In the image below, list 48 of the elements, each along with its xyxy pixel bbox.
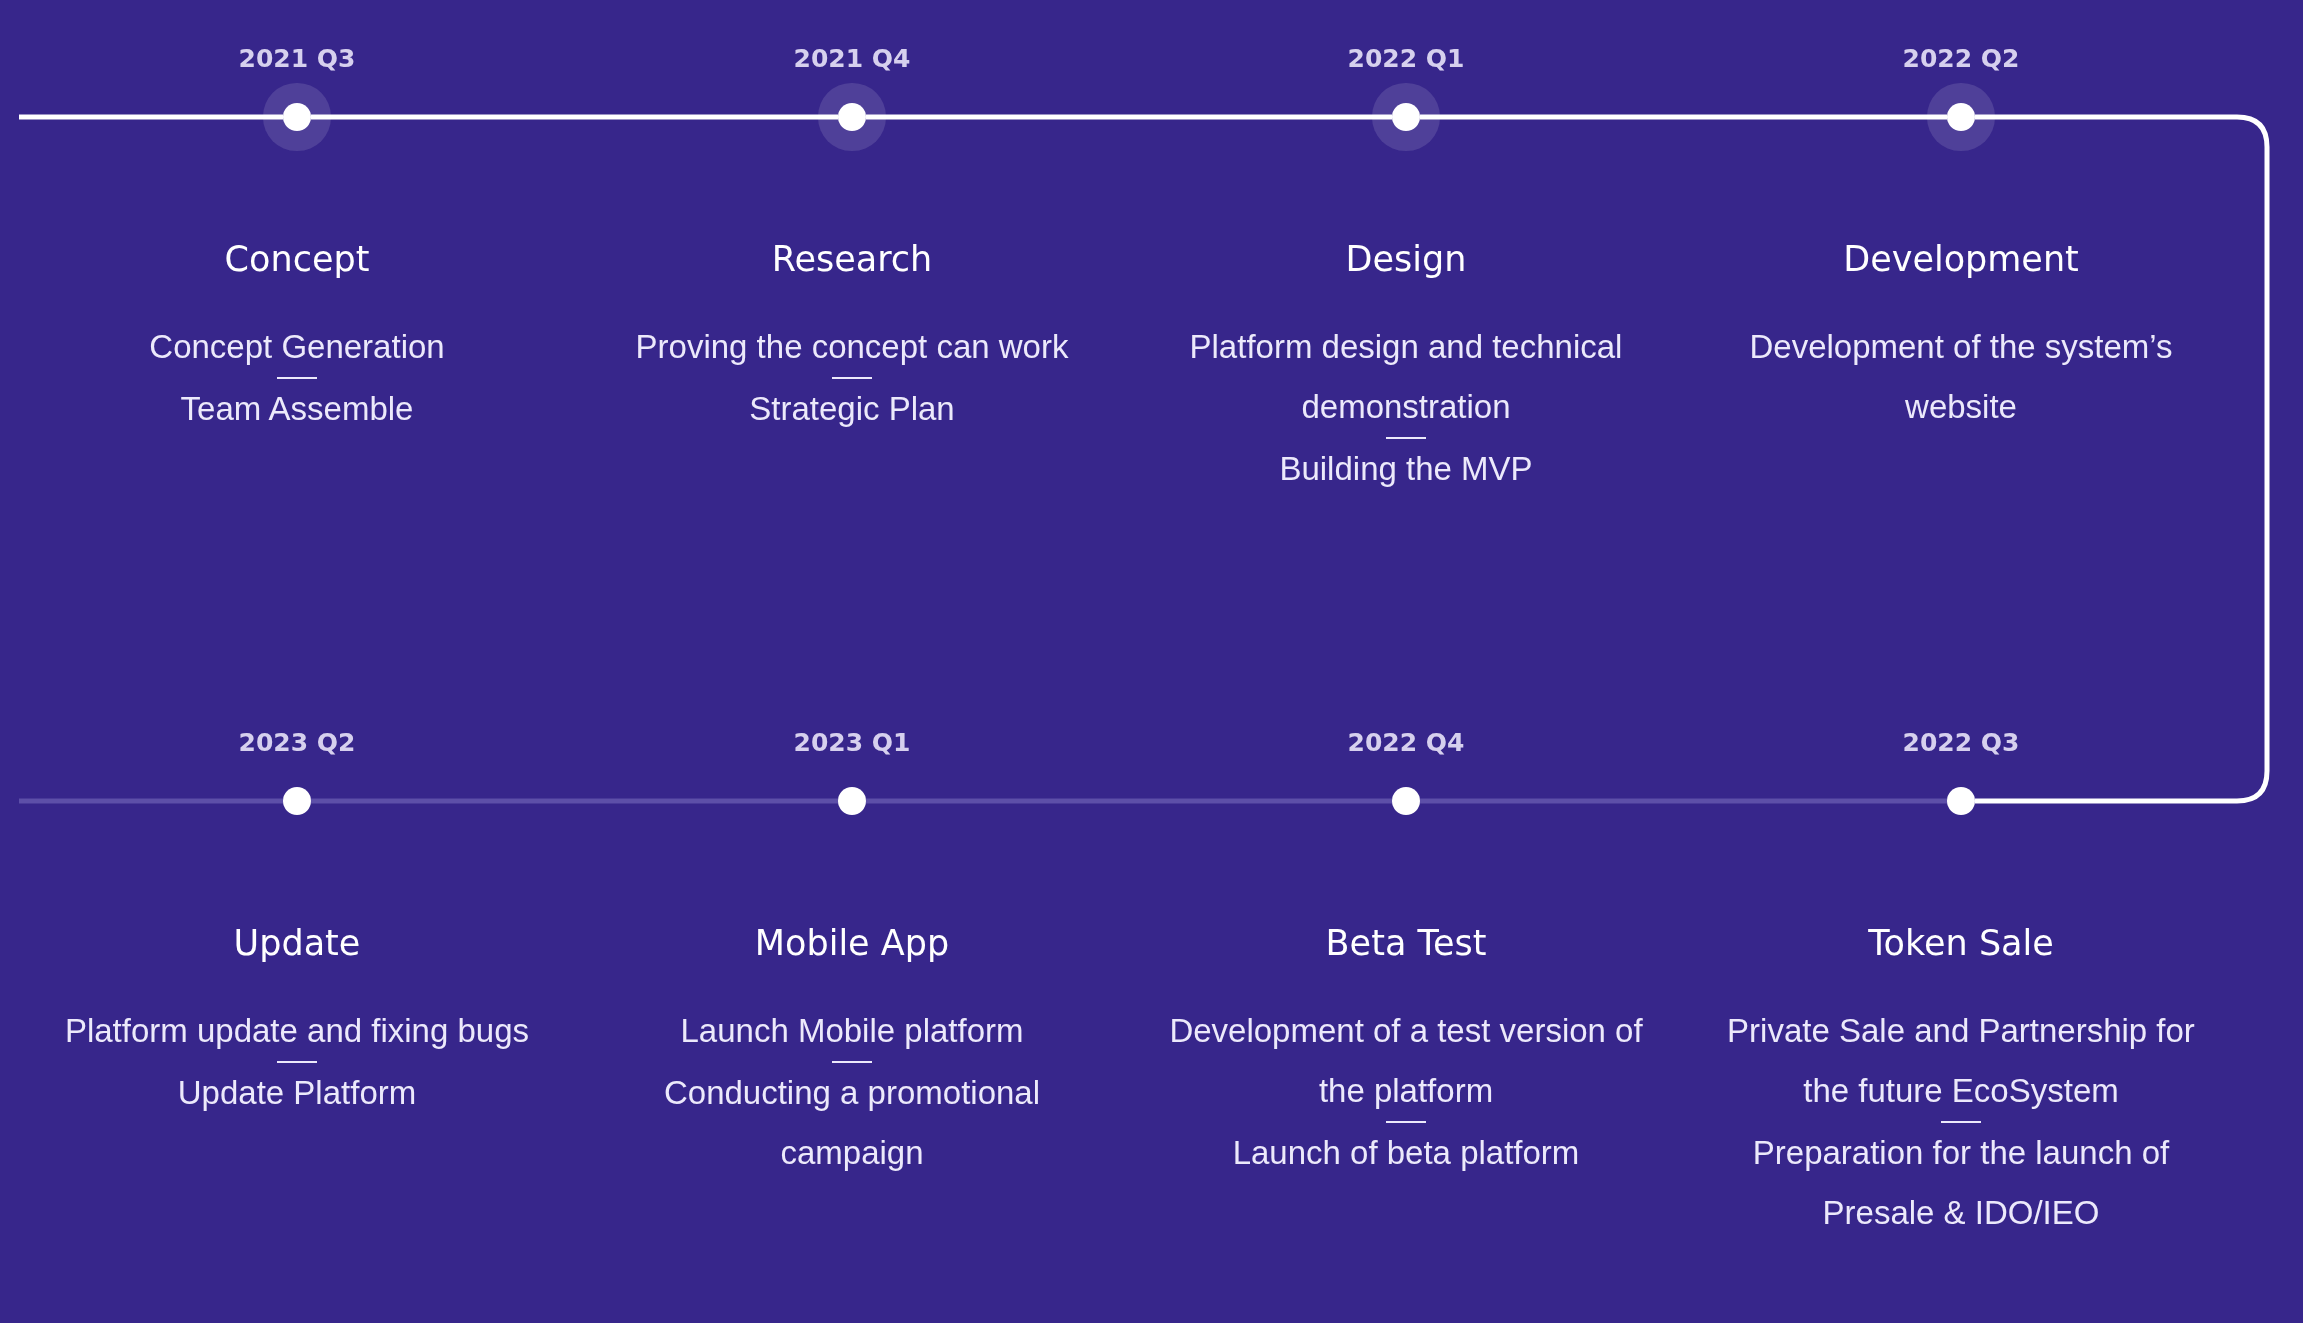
milestone-title: Update: [233, 923, 361, 963]
milestone-description: Private Sale and Partnership for the future EcoSystem: [1726, 1011, 2196, 1111]
milestone-title: Development: [1843, 239, 2079, 279]
milestone-description: Conducting a promotional campaign: [662, 1073, 1042, 1173]
milestone-description: Building the MVP: [1279, 449, 1533, 489]
timeline-dot: [283, 787, 311, 815]
date-label: 2022 Q3: [1901, 728, 2021, 757]
milestone-title: Token Sale: [1868, 923, 2054, 963]
timeline-line: [311, 114, 838, 120]
milestone-description: Platform design and technical demonstration: [1188, 327, 1624, 427]
timeline-line: [866, 114, 1392, 120]
milestone-description: Launch of beta platform: [1232, 1133, 1580, 1173]
date-label: 2023 Q2: [237, 728, 357, 757]
timeline-line: [311, 798, 838, 804]
timeline-dot: [1947, 787, 1975, 815]
timeline-dot: [1392, 787, 1420, 815]
date-label: 2022 Q4: [1346, 728, 1466, 757]
timeline-dot: [838, 787, 866, 815]
timeline-line: [1420, 114, 1947, 120]
milestone-title: Research: [771, 239, 933, 279]
milestone-description: Platform update and fixing bugs: [64, 1011, 530, 1051]
timeline-line: [1975, 114, 2270, 804]
milestone-title: Concept: [224, 239, 370, 279]
date-label: 2021 Q3: [237, 44, 357, 73]
timeline-dot: [838, 103, 866, 131]
timeline-line: [1420, 798, 1947, 804]
timeline-dot: [1392, 103, 1420, 131]
timeline-line: [19, 798, 283, 804]
milestone-title: Mobile App: [754, 923, 950, 963]
milestone-title: Beta Test: [1325, 923, 1487, 963]
date-label: 2022 Q1: [1346, 44, 1466, 73]
date-label: 2021 Q4: [792, 44, 912, 73]
milestone-description: Team Assemble: [180, 389, 414, 429]
milestone-description: Strategic Plan: [749, 389, 955, 429]
milestone-description: Concept Generation: [149, 327, 445, 367]
milestone-description: Update Platform: [177, 1073, 417, 1113]
milestone-description: Development of a test version of the platform: [1168, 1011, 1644, 1111]
timeline-dot: [1947, 103, 1975, 131]
timeline-line: [866, 798, 1392, 804]
timeline-line: [19, 114, 283, 120]
timeline-dot: [283, 103, 311, 131]
milestone-description: Preparation for the launch of Presale & IDO/IEO: [1751, 1133, 2171, 1233]
milestone-title: Design: [1345, 239, 1467, 279]
milestone-description: Development of the system’s website: [1748, 327, 2174, 427]
milestone-description: Proving the concept can work: [635, 327, 1069, 367]
milestone-description: Launch Mobile platform: [680, 1011, 1024, 1051]
date-label: 2023 Q1: [792, 728, 912, 757]
date-label: 2022 Q2: [1901, 44, 2021, 73]
